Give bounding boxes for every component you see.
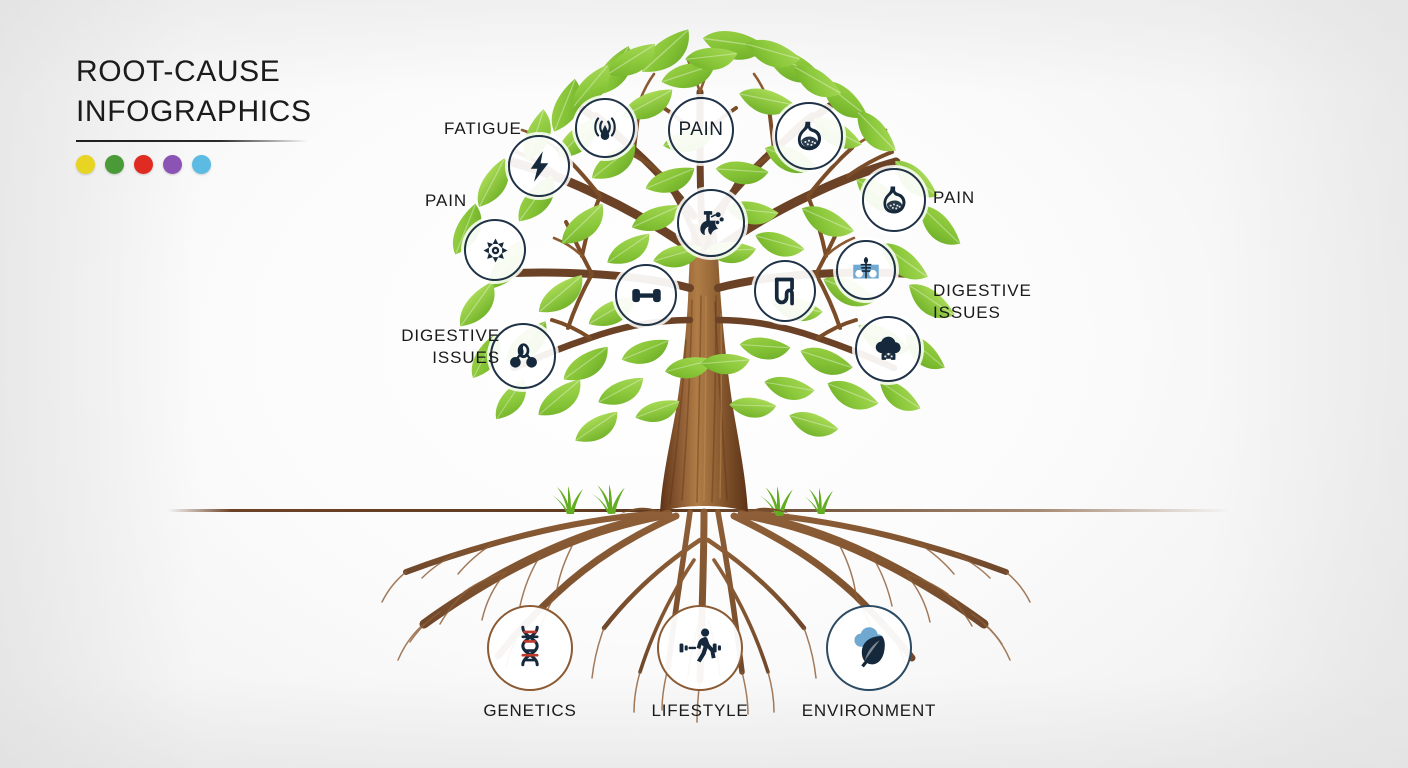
node-intestine[interactable] <box>754 260 816 322</box>
pollution-cloud-icon <box>870 331 907 368</box>
node-stomach-upper[interactable] <box>775 102 843 170</box>
title-divider <box>76 140 308 143</box>
intestine-icon <box>768 274 803 309</box>
lungs-icon <box>849 253 883 287</box>
node-stomach-right[interactable] <box>862 168 926 232</box>
color-dot-row <box>76 155 376 175</box>
label-digestive-right: DIGESTIVE ISSUES <box>933 281 1032 322</box>
eco-leaf-icon <box>846 623 892 674</box>
label-pain-left: PAIN <box>425 191 468 210</box>
dot-red <box>134 155 153 175</box>
node-lungs[interactable] <box>836 240 896 300</box>
exercise-icon <box>677 623 723 674</box>
dot-green <box>105 155 124 175</box>
root-lifestyle-circle <box>657 605 743 691</box>
node-cells[interactable] <box>490 323 556 389</box>
node-lightning[interactable] <box>508 135 570 197</box>
cells-icon <box>505 338 542 375</box>
signal-waves-icon <box>588 111 622 145</box>
dumbbell-icon <box>629 278 664 313</box>
dot-blue <box>192 155 211 175</box>
root-genetics[interactable]: GENETICS <box>483 605 576 720</box>
node-neuron[interactable] <box>677 189 745 257</box>
root-environment-label: ENVIRONMENT <box>801 701 937 720</box>
virus-icon <box>478 233 513 268</box>
text-badge: PAIN <box>678 119 724 140</box>
root-environment-circle <box>826 605 912 691</box>
root-lifestyle-label: LIFESTYLE <box>651 701 749 720</box>
stomach-icon <box>790 117 828 155</box>
title-block: ROOT-CAUSE INFOGRAPHICS <box>76 52 376 175</box>
root-genetics-circle <box>487 605 573 691</box>
node-pain-text[interactable]: PAIN <box>668 97 734 163</box>
ground-line <box>168 509 1230 512</box>
node-dumbbell[interactable] <box>615 264 677 326</box>
neuron-icon <box>692 204 730 242</box>
root-environment[interactable]: ENVIRONMENT <box>802 605 935 720</box>
lightning-bolt-icon <box>522 149 557 184</box>
label-pain-right: PAIN <box>933 188 976 207</box>
label-fatigue: FATIGUE <box>444 119 522 138</box>
root-lifestyle[interactable]: LIFESTYLE <box>652 605 748 720</box>
dot-purple <box>163 155 182 175</box>
dna-helix-icon <box>507 623 553 674</box>
root-genetics-label: GENETICS <box>483 701 577 720</box>
label-digestive-left: DIGESTIVE ISSUES <box>401 326 500 367</box>
stomach-icon <box>876 182 912 218</box>
node-signal-waves[interactable] <box>575 98 635 158</box>
dot-yellow <box>76 155 95 175</box>
page-title-line-1: ROOT-CAUSE <box>76 55 281 88</box>
node-virus[interactable] <box>464 219 526 281</box>
node-cloud[interactable] <box>855 316 921 382</box>
page-title-line-2: INFOGRAPHICS <box>76 94 312 128</box>
